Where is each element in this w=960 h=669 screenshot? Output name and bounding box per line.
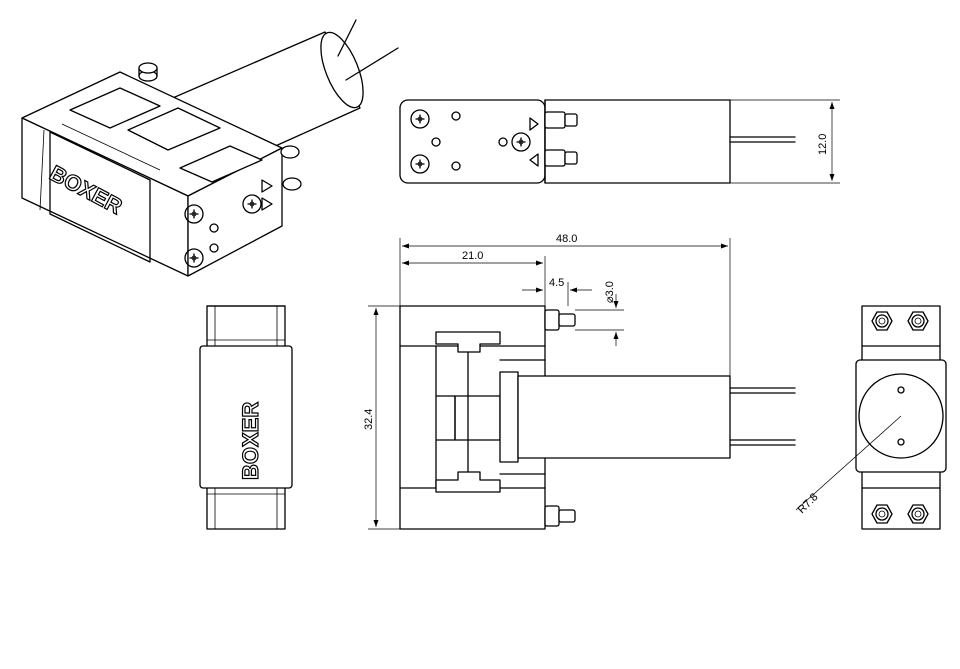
main-view: 48.0 21.0 4.5 ⌀3.0 32.4 xyxy=(363,233,796,530)
dim-head-length: 21.0 xyxy=(462,250,483,262)
dim-radius: R7.8 xyxy=(796,491,821,516)
dim-port-diameter: ⌀3.0 xyxy=(604,281,616,303)
dim-length: 48.0 xyxy=(556,233,577,245)
end-view: R7.8 xyxy=(796,305,947,530)
side-brand-logo: BOXER xyxy=(238,402,263,480)
side-view-left: BOXER xyxy=(199,305,293,530)
dim-port-offset: 4.5 xyxy=(549,277,564,289)
iso-pump-head: BOXER xyxy=(21,62,302,277)
top-view: 12.0 xyxy=(399,99,840,184)
dim-width: 32.4 xyxy=(363,409,375,430)
isometric-view: BOXER xyxy=(21,19,399,277)
dim-height: 12.0 xyxy=(817,134,829,155)
